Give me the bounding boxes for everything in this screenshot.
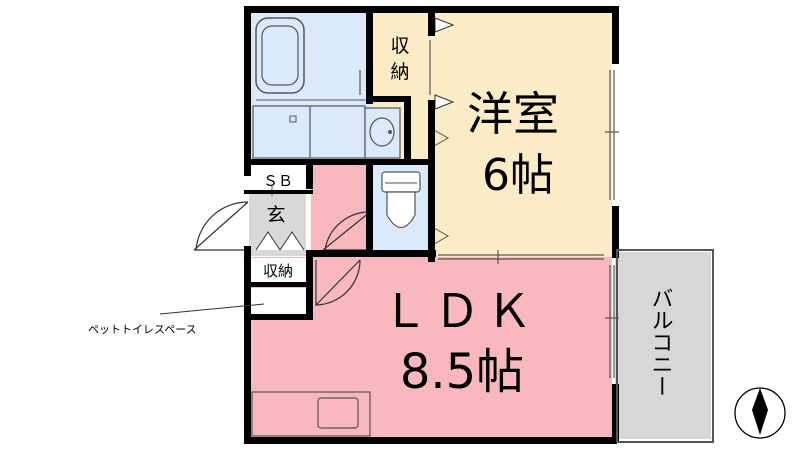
partition-sliding-door	[438, 250, 604, 264]
toilet-icon	[381, 171, 421, 193]
bathtub-icon	[255, 17, 305, 94]
western-room-name: 洋室	[467, 87, 559, 141]
balcony-area	[615, 252, 711, 439]
shoe-box-label: ＳＢ	[263, 172, 293, 190]
western-room-area	[432, 12, 612, 257]
entry-storage-doors	[255, 231, 305, 251]
storage-entry-area	[249, 258, 306, 282]
ldk-size: 8.5帖	[400, 344, 524, 400]
north-arrow-icon	[734, 387, 786, 439]
shoe-box-area	[249, 167, 306, 192]
pet-toilet-leader	[159, 303, 265, 315]
storage-top-label-2: 納	[390, 61, 409, 83]
walls	[244, 6, 619, 444]
pet-toilet-label: ペットトイレスペース	[88, 323, 197, 336]
ldk-door	[315, 259, 361, 307]
sink-icon	[317, 397, 359, 429]
pet-toilet-area	[249, 288, 306, 315]
ldk-name: ＬＤＫ	[382, 284, 538, 338]
western-room-size: 6帖	[482, 150, 554, 201]
entrance-door	[193, 201, 249, 251]
washing-machine-area	[252, 105, 366, 159]
window-western	[605, 70, 619, 200]
balcony-outline	[616, 249, 714, 443]
storage-top-label-1: 収	[390, 35, 409, 57]
entrance-label: 玄	[266, 204, 285, 226]
balcony-label: バルコニー	[648, 287, 673, 397]
storage-entry-label: 収納	[263, 262, 293, 280]
hall-area	[311, 162, 370, 257]
